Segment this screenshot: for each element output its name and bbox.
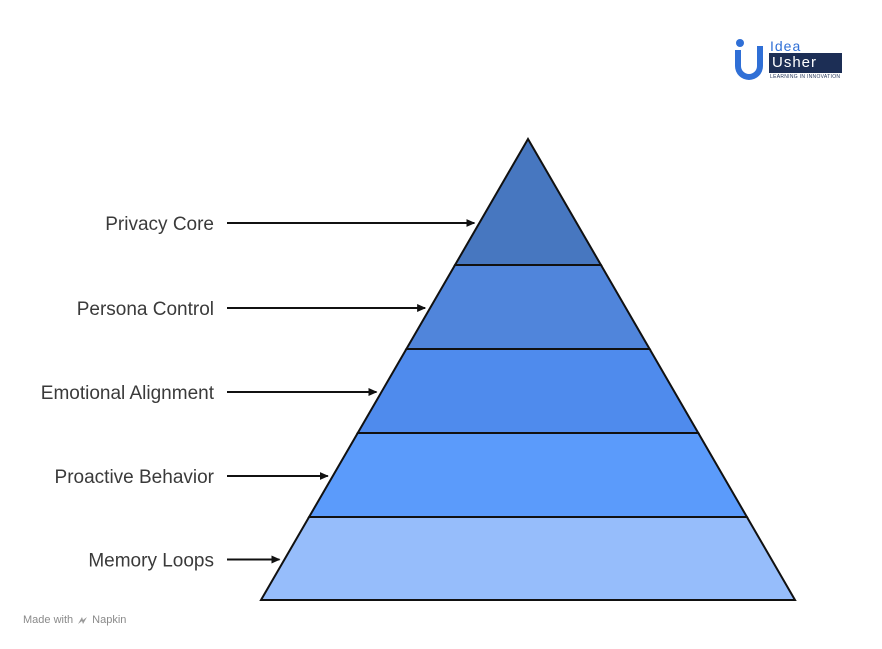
- layer-label: Persona Control: [77, 299, 214, 320]
- layer-label: Emotional Alignment: [41, 383, 215, 404]
- layer-arrows: [227, 219, 476, 564]
- made-with-footer: Made with Napkin: [23, 614, 126, 626]
- idea-usher-logo: Idea Usher LEARNING IN INNOVATION: [732, 38, 844, 84]
- napkin-icon: [78, 616, 88, 624]
- layer-label: Privacy Core: [105, 214, 214, 235]
- pyramid-layer: [404, 264, 652, 350]
- made-with-text: Made with: [23, 614, 74, 626]
- pyramid-layer: [355, 348, 701, 434]
- logo-word-usher: Usher: [769, 53, 842, 73]
- pyramid-layer: [307, 432, 749, 518]
- logo-u-icon: [735, 39, 763, 80]
- logo-word-idea: Idea: [770, 38, 802, 54]
- layer-label: Proactive Behavior: [55, 467, 215, 488]
- pyramid-layers: [259, 137, 797, 601]
- logo-tagline: LEARNING IN INNOVATION: [770, 74, 841, 80]
- pyramid-layer: [259, 516, 797, 601]
- pyramid-layer: [453, 137, 603, 266]
- napkin-brand: Napkin: [92, 614, 127, 626]
- layer-label: Memory Loops: [88, 551, 214, 572]
